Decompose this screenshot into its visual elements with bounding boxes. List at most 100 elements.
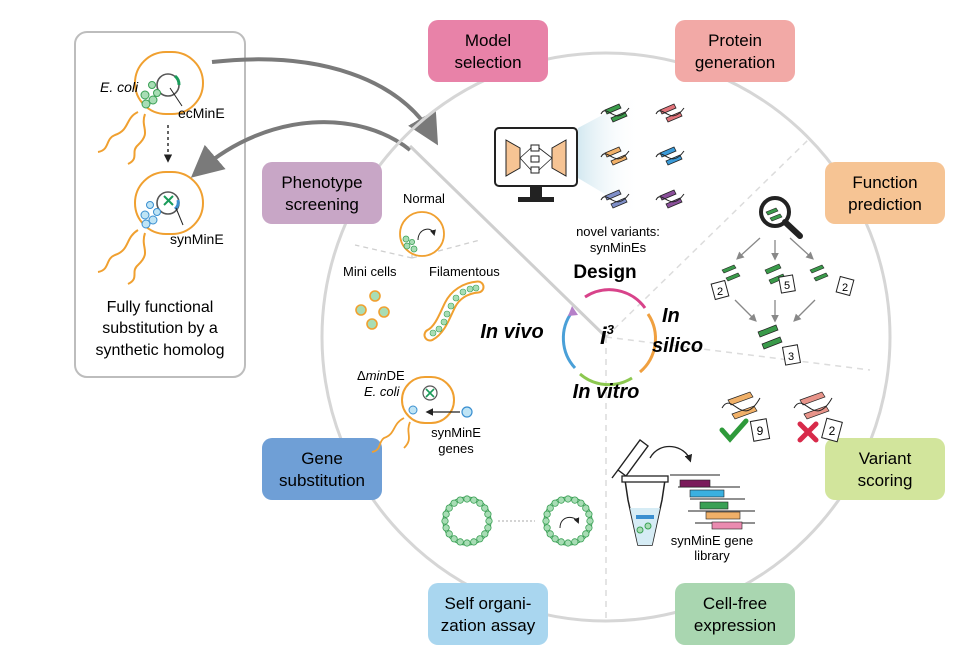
vesicle-bead [445,530,453,538]
vesicle-bead [476,535,484,543]
flow-arrow-in [190,120,412,178]
vesicle-bead [564,539,572,547]
vesicle-bead [456,538,464,546]
vesicle-right [542,495,594,547]
vesicle-bead [463,495,471,503]
vesicle-bead [543,510,551,518]
cross-icon [797,421,819,443]
synmine-genes-sublabel: genes [438,441,474,456]
left-panel: E. coli ecMinE synMinE Fully functional … [74,31,246,378]
ecmine-label: ecMinE [178,105,225,121]
svg-text:2: 2 [717,286,723,298]
vesicle-bead [463,539,471,547]
predicted-protein-2: 5 [764,263,796,294]
step-variant-scoring: Variant scoring [825,438,945,500]
ecoli-cell-native [97,51,204,165]
svg-text:screening: screening [285,195,359,214]
monitor-icon [494,95,640,215]
vesicle-bead [484,510,492,518]
normal-label: Normal [403,191,445,206]
step-cell-free-expression: Cell-free expression [675,583,795,645]
vesicle-bead [557,496,565,504]
center-cycle: i3 [561,288,657,387]
svg-text:zation assay: zation assay [441,616,536,635]
design-label: Design [573,262,636,283]
in-vivo-label: In vivo [480,321,543,343]
step-phenotype-screening: Phenotype screening [262,162,382,224]
protein-variants [600,103,685,209]
vesicle-bead [564,495,572,503]
tube-icon [621,475,669,546]
vesicle-bead [450,499,458,507]
step-gene-substitution: Gene substitution [262,438,382,500]
step-protein-generation: Protein generation [675,20,795,82]
svg-text:selection: selection [454,53,521,72]
mini-cells-label: Mini cells [343,264,397,279]
mini-cells [355,290,390,330]
in-silico-label-1: In [662,305,680,327]
vesicle-bead [450,535,458,543]
caption-line-2: substitution by a [102,320,218,337]
vesicle-bead [470,496,478,504]
vesicle-bead [543,524,551,532]
vesicle-bead [582,530,590,538]
step-model-selection: Model selection [428,20,548,82]
vesicle-bead [585,510,593,518]
svg-text:3: 3 [788,351,794,363]
vesicle-bead [441,517,449,525]
vesicle-bead [582,504,590,512]
normal-cell [399,211,445,257]
check-icon [719,418,749,443]
cycle-circle [320,51,892,623]
step-function-prediction: Function prediction [825,162,945,224]
svg-text:2: 2 [842,282,848,294]
main-divider [408,144,608,339]
svg-text:generation: generation [695,53,775,72]
vesicle-bead [445,504,453,512]
magnifier-icon [759,196,803,239]
svg-text:Function: Function [852,173,917,192]
svg-text:Self organi-: Self organi- [445,594,532,613]
svg-text:expression: expression [694,616,776,635]
vesicle-bead [551,499,559,507]
svg-text:Cell-free: Cell-free [703,594,767,613]
novel-variants-sublabel: synMinEs [590,240,647,255]
predicted-protein-1: 2 [710,264,741,301]
pipette-icon [611,439,649,479]
vesicle-bead [546,504,554,512]
vesicle-bead [557,538,565,546]
predicted-protein-result: 3 [757,324,802,366]
ecoli-label: E. coli [100,79,139,95]
vesicle-bead [481,530,489,538]
vesicle-bead [456,496,464,504]
gene-library [670,474,755,530]
vesicle-bead [577,535,585,543]
prediction-arrows [734,237,816,323]
step-self-organization-assay: Self organi- zation assay [428,583,548,645]
delta-mine-label: ΔminDE [357,368,405,383]
vesicle-bead [571,496,579,504]
vesicle-bead [586,517,594,525]
vesicle-bead [542,517,550,525]
synmine-genes-label: synMinE [431,425,481,440]
ecoli-strain-label: E. coli [364,384,401,399]
novel-variants-label: novel variants: [576,224,660,239]
filamentous-cell [423,280,485,342]
svg-text:9: 9 [757,424,764,438]
vesicle-bead [485,517,493,525]
gene-library-label: synMinE gene [671,533,753,548]
vesicle-bead [476,499,484,507]
synmine-label: synMinE [170,231,224,247]
svg-text:5: 5 [784,280,790,292]
svg-text:Phenotype: Phenotype [281,173,362,192]
svg-text:2: 2 [829,424,836,438]
ecoli-cell-synthetic [97,171,204,285]
vesicle-bead [571,538,579,546]
filamentous-label: Filamentous [429,264,500,279]
vesicle-bead [484,524,492,532]
predicted-protein-3: 2 [809,264,855,297]
svg-text:scoring: scoring [858,471,913,490]
svg-text:Protein: Protein [708,31,762,50]
